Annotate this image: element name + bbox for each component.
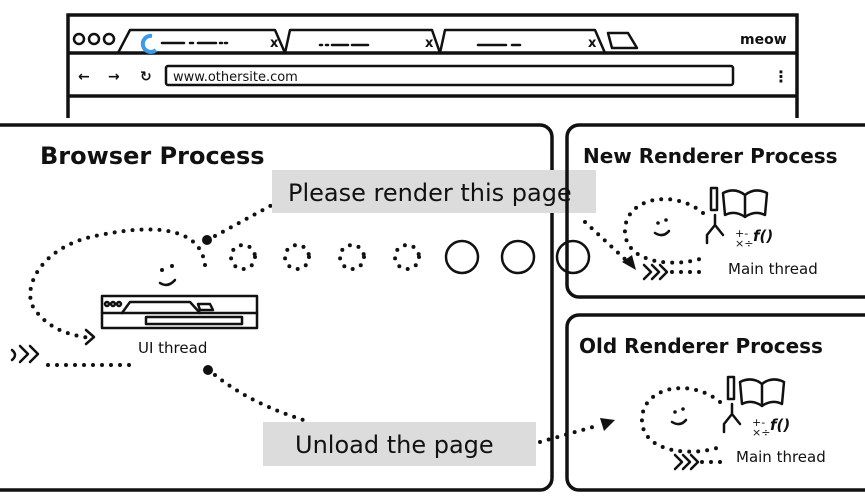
tab-close-icon[interactable]: x — [425, 36, 434, 51]
old-renderer-title: Old Renderer Process — [579, 334, 823, 358]
browser-process-box: Browser Process UI thread Please — [0, 123, 596, 492]
renderer-worker-icon — [622, 186, 776, 265]
tab-close-icon[interactable]: x — [270, 36, 279, 51]
tab-2[interactable] — [283, 28, 442, 55]
arrow-chevron-icon — [84, 328, 96, 346]
incoming-chevron-icon — [10, 344, 40, 364]
window-controls[interactable] — [72, 32, 116, 46]
address-bar-url[interactable]: www.othersite.com — [173, 70, 298, 85]
menu-icon[interactable]: ⋮ — [773, 67, 789, 86]
reload-icon[interactable]: ↻ — [140, 69, 152, 85]
browser-window: x x x meow ← → ↻ www.othersite.com ⋮ — [66, 13, 799, 118]
unload-message-text: Unload the page — [295, 431, 494, 459]
address-bar[interactable] — [164, 64, 735, 87]
forward-icon[interactable]: → — [108, 69, 120, 85]
old-renderer-process-box: Old Renderer Process Main thread — [565, 313, 865, 492]
old-renderer-main-thread-label: Main thread — [736, 448, 826, 466]
browser-process-title: Browser Process — [40, 142, 265, 170]
new-tab-button[interactable] — [606, 31, 639, 50]
loading-spinner-icon — [140, 33, 158, 54]
chevron-icon — [673, 453, 700, 471]
render-message-label — [272, 170, 596, 213]
new-renderer-process-box: New Renderer Process Main thread — [565, 123, 865, 299]
ui-thread-label: UI thread — [138, 339, 207, 357]
unload-message-label — [263, 422, 536, 466]
back-icon[interactable]: ← — [78, 69, 90, 85]
message-queue — [229, 239, 591, 275]
arrow-to-new-renderer-icon — [622, 255, 636, 270]
chevron-icon — [642, 263, 669, 281]
new-renderer-main-thread-label: Main thread — [728, 260, 818, 278]
render-message-text: Please render this page — [288, 179, 572, 207]
new-renderer-title: New Renderer Process — [583, 144, 838, 168]
tab-3[interactable] — [438, 28, 607, 55]
ui-thread-browser-icon — [100, 294, 259, 330]
tab-1[interactable] — [116, 28, 287, 55]
arrow-to-old-renderer-icon — [600, 418, 615, 431]
tab-close-icon[interactable]: x — [588, 36, 597, 51]
renderer-worker-icon — [639, 375, 793, 454]
profile-label[interactable]: meow — [740, 32, 787, 48]
